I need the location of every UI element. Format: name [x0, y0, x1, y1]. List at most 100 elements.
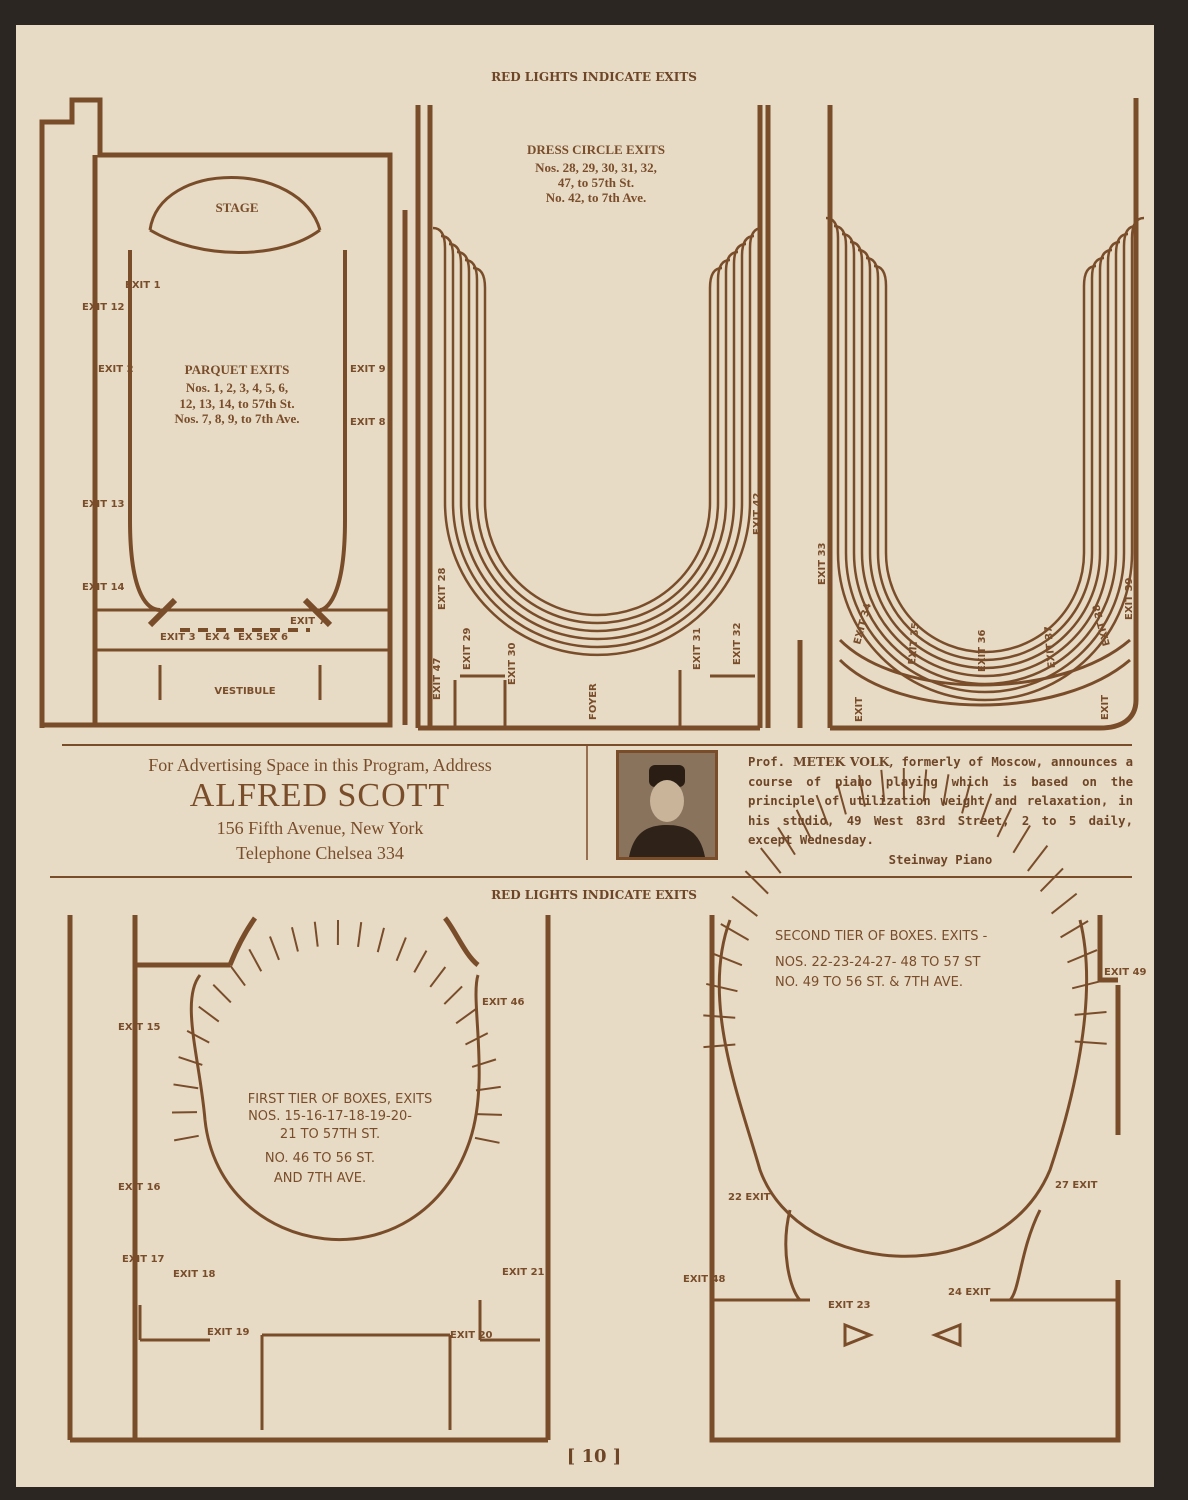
dress-circle-plan [415, 105, 763, 731]
exit-label: EXIT 17 [122, 1254, 165, 1265]
box-partition [455, 1007, 477, 1025]
box-partition [703, 1043, 736, 1049]
box-partition [173, 1134, 199, 1142]
exit-label: EXIT 46 [482, 997, 525, 1008]
box-partition [1027, 845, 1049, 872]
seating-row [448, 242, 747, 641]
stage-label: STAGE [215, 200, 258, 215]
seating-row [849, 240, 1121, 678]
parquet-line: 12, 13, 14, to 57th St. [179, 396, 294, 411]
box-partition [290, 927, 299, 952]
exit-label: EXIT 49 [1104, 967, 1147, 978]
seating-row [873, 264, 1097, 654]
ad-address: 156 Fifth Avenue, New York [216, 818, 424, 838]
ad-heading: For Advertising Space in this Program, A… [148, 755, 492, 775]
ad-signature: Steinway Piano [888, 852, 993, 867]
box-partition [186, 1030, 210, 1044]
seating-row [825, 216, 1145, 702]
box-partition [1074, 1010, 1107, 1016]
box-partition [836, 783, 847, 815]
exit-label: 27 EXIT [1055, 1180, 1098, 1191]
first-tier-line: AND 7TH AVE. [274, 1171, 366, 1186]
exit-label: EXIT 14 [82, 582, 125, 593]
box-partition [376, 927, 385, 953]
seating-row [865, 256, 1105, 662]
parquet-title: PARQUET EXITS [185, 362, 290, 377]
exit-label: EXIT 28 [437, 567, 448, 610]
box-partition [979, 793, 993, 825]
box-partition [1067, 949, 1098, 964]
seating-row [456, 250, 739, 633]
second-tier-line: NO. 49 TO 56 ST. & 7TH AVE. [775, 975, 963, 990]
box-partition [1074, 1040, 1107, 1045]
box-partition [961, 782, 972, 814]
bottom-header: RED LIGHTS INDICATE EXITS [491, 888, 697, 902]
second-tier-plan [709, 915, 1121, 1443]
exit-label: EXIT 16 [118, 1182, 161, 1193]
exit-label: 22 EXIT [728, 1192, 771, 1203]
exit-label: EX 6 [263, 632, 288, 643]
top-header: RED LIGHTS INDICATE EXITS [491, 70, 697, 84]
second-tier-line: NOS. 22-23-24-27- 48 TO 57 ST [775, 955, 980, 970]
exit-label: EXIT 32 [732, 622, 743, 665]
exit-label: EXIT 13 [82, 499, 125, 510]
exit-label: EXIT 35 [907, 622, 922, 665]
ad-body: formerly of Moscow, announces a course o… [748, 755, 1133, 847]
exit-label: EXIT 18 [173, 1269, 216, 1280]
piano-lessons-notice: Prof. METEK VOLK, formerly of Moscow, an… [748, 752, 1133, 870]
teacher-name: METEK VOLK, [792, 754, 894, 769]
exit-label: EXIT 15 [118, 1022, 161, 1033]
box-partition [706, 982, 738, 993]
first-tier-plan [67, 915, 551, 1443]
box-partition [229, 964, 246, 987]
box-partition [942, 774, 950, 807]
box-partition [1012, 824, 1031, 854]
box-partition [395, 937, 407, 962]
exit-label: EXIT 42 [752, 492, 763, 535]
portrait-photo [616, 750, 718, 860]
first-tier-line: 21 TO 57TH ST. [280, 1127, 380, 1142]
box-partition [1060, 920, 1089, 939]
box-partition [248, 948, 263, 972]
box-partition [815, 794, 829, 826]
first-tier-line: FIRST TIER OF BOXES, EXITS [248, 1092, 433, 1107]
box-partition [744, 870, 769, 895]
dress-circle-line: No. 42, to 7th Ave. [546, 190, 647, 205]
exit-label: EXIT 8 [350, 417, 386, 428]
exit-label: EXIT 1 [125, 280, 161, 291]
box-partition [996, 807, 1013, 838]
exit-label: EXIT 9 [350, 364, 386, 375]
box-partition [173, 1083, 199, 1090]
exit-label: EXIT [1100, 695, 1111, 720]
advertising-notice: For Advertising Space in this Program, A… [60, 755, 580, 866]
vestibule-label: VESTIBULE [214, 686, 275, 697]
exit-label: EXIT 23 [828, 1300, 871, 1311]
box-partition [465, 1032, 489, 1046]
dress-circle-title: DRESS CIRCLE EXITS [527, 142, 665, 157]
exit-label: EXIT 21 [502, 1267, 545, 1278]
exit-label: EXIT 3 [160, 632, 196, 643]
page-number: [ 10 ] [566, 1446, 622, 1467]
box-partition [777, 826, 796, 856]
seating-row [857, 248, 1113, 670]
box-partition [429, 966, 447, 988]
seating-row [440, 234, 755, 649]
parquet-line: Nos. 1, 2, 3, 4, 5, 6, [186, 380, 288, 395]
box-partition [1071, 979, 1104, 990]
parquet-line: Nos. 7, 8, 9, to 7th Ave. [174, 411, 299, 426]
box-partition [357, 921, 363, 948]
ad-prefix: Prof. [748, 755, 793, 769]
exit-label: EXIT 7 [290, 616, 326, 627]
exit-label: EXIT 39 [1124, 577, 1135, 620]
box-partition [711, 952, 743, 967]
box-partition [720, 923, 750, 941]
box-partition [212, 983, 232, 1004]
box-partition [1050, 892, 1078, 915]
second-tier-line: SECOND TIER OF BOXES. EXITS - [775, 929, 988, 944]
box-partition [760, 847, 782, 874]
seating-row [833, 224, 1137, 694]
box-partition [313, 921, 319, 947]
box-partition [858, 774, 866, 807]
exit-label: EXIT 19 [207, 1327, 250, 1338]
box-partition [1039, 867, 1064, 893]
